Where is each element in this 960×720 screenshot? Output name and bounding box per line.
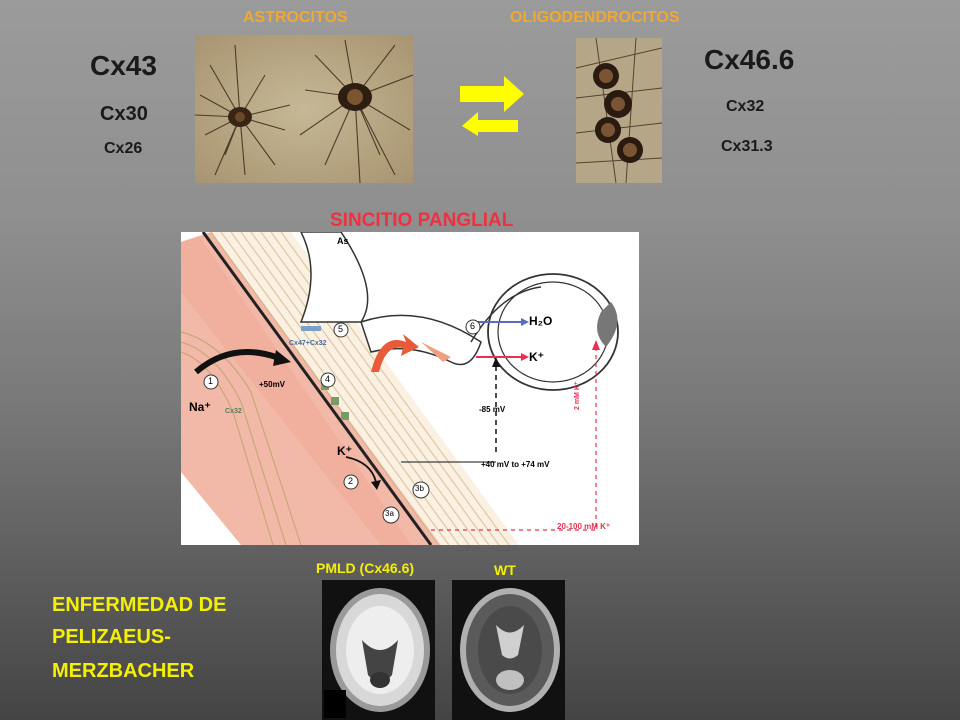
oligodendrocitos-label: OLIGODENDROCITOS — [510, 9, 680, 26]
pmld-label: PMLD (Cx46.6) — [316, 560, 415, 576]
as-label: As — [337, 236, 349, 246]
astrocyte-micrograph — [195, 35, 413, 183]
connexin-cx26: Cx26 — [104, 140, 143, 157]
panglial-diagram: As Cx47+Cx32 Cx32 Na⁺ K⁺ K⁺ H₂O +50mV -8… — [181, 232, 639, 545]
2mm-k-label: 2 mM K⁺ — [574, 381, 581, 410]
h2o-label: H₂O — [529, 314, 553, 328]
plus50mv-label: +50mV — [259, 380, 286, 389]
connexin-cx46-6: Cx46.6 — [704, 44, 795, 75]
disease-line-3: MERZBACHER — [52, 660, 195, 682]
exchange-arrows-icon — [460, 76, 524, 136]
connexin-cx43: Cx43 — [90, 50, 157, 81]
step-3a: 3a — [385, 509, 394, 518]
k-label-oligo: K⁺ — [529, 350, 544, 364]
disease-line-2: PELIZAEUS- — [52, 626, 171, 648]
20-100mm-k-label: 20-100 mM K⁺ — [557, 522, 611, 531]
wt-label: WT — [494, 562, 516, 578]
step-1: 1 — [208, 376, 214, 386]
step-4: 4 — [325, 374, 331, 384]
oligodendrocyte-micrograph — [576, 38, 662, 183]
connexin-cx31-3: Cx31.3 — [721, 138, 773, 155]
cx32-label: Cx32 — [225, 408, 242, 415]
connexin-cx32: Cx32 — [726, 98, 765, 115]
minus85mv-label: -85 mV — [479, 405, 506, 414]
plus40mv-label: +40 mV to +74 mV — [481, 460, 550, 469]
connexin-cx30: Cx30 — [100, 103, 148, 125]
disease-line-1: ENFERMEDAD DE — [52, 594, 227, 616]
na-label: Na⁺ — [189, 400, 211, 414]
mri-pmld-scan — [322, 580, 435, 720]
k-label-axon: K⁺ — [337, 444, 352, 458]
mri-wt-scan — [452, 580, 565, 720]
step-6: 6 — [470, 321, 476, 331]
cx47-cx32-label: Cx47+Cx32 — [289, 340, 327, 347]
step-3b: 3b — [415, 484, 424, 493]
astrocitos-label: ASTROCITOS — [243, 9, 348, 26]
step-2: 2 — [348, 476, 354, 486]
step-5: 5 — [338, 324, 344, 334]
sincitio-panglial-title: SINCITIO PANGLIAL — [330, 210, 514, 231]
